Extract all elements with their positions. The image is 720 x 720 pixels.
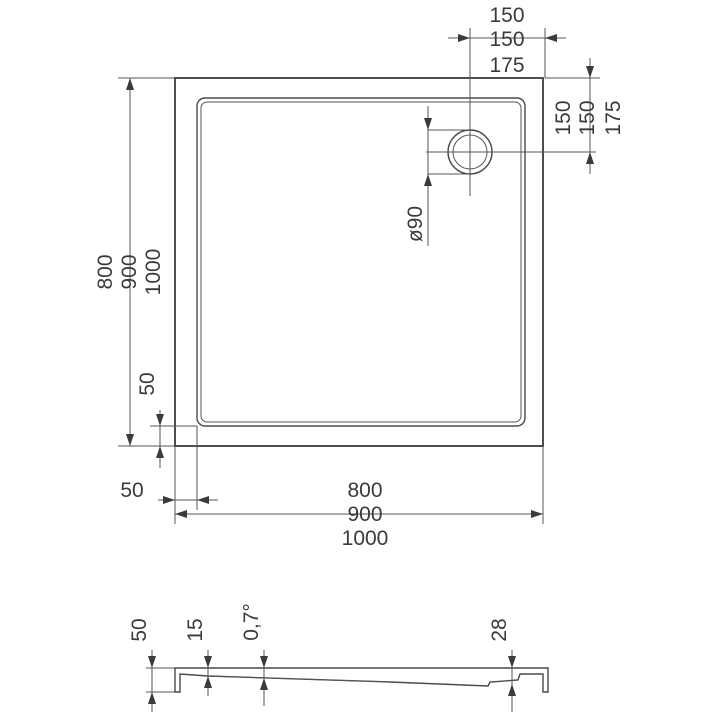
- drain-offset-y-label-2: 150: [576, 100, 599, 135]
- left-margin-label: 50: [120, 479, 143, 502]
- drain-offset-x-label-2: 150: [489, 28, 524, 51]
- drain-diameter-dimension: ø90: [404, 106, 470, 246]
- side-drain-height-dimension: 28: [488, 618, 516, 712]
- top-view: 150 150 175 150 150 175 ø90: [94, 4, 625, 550]
- side-depth-dimension: 15: [184, 618, 212, 696]
- height-label-2: 900: [118, 254, 141, 289]
- drain-offset-y-label-3: 175: [602, 100, 625, 135]
- tray-inner-basin: [196, 97, 526, 427]
- bottom-margin-label: 50: [136, 372, 159, 395]
- side-drain-height-label: 28: [488, 618, 511, 641]
- tray-inner-basin-edge: [200, 101, 522, 423]
- tray-side-profile: [174, 667, 549, 693]
- side-slope-label: 0,7°: [240, 603, 263, 641]
- tray-outer-outline: [174, 77, 544, 447]
- side-depth-label: 15: [184, 618, 207, 641]
- drain-diameter-label: ø90: [404, 206, 427, 242]
- drain-offset-y-label-1: 150: [552, 100, 575, 135]
- width-dimension: 800 900 1000: [174, 446, 544, 550]
- height-label-1: 800: [94, 254, 117, 289]
- side-slope-dimension: 0,7°: [240, 603, 268, 706]
- drain-offset-x-label-1: 150: [489, 4, 524, 27]
- left-margin-dimension: 50: [120, 426, 218, 510]
- width-label-1: 800: [347, 479, 382, 502]
- drain-offset-y-dimension: 150 150 175: [545, 58, 625, 174]
- width-label-3: 1000: [342, 527, 389, 550]
- width-label-2: 900: [347, 503, 382, 526]
- height-label-3: 1000: [142, 249, 165, 296]
- drain-offset-x-dimension: 150 150 175: [448, 4, 566, 78]
- side-total-height-dimension: 50: [128, 618, 175, 712]
- side-view: 50 15 0,7° 28: [128, 603, 549, 712]
- side-total-height-label: 50: [128, 618, 151, 641]
- height-dimension: 800 900 1000: [94, 77, 175, 447]
- drain-offset-x-label-3: 175: [489, 54, 524, 77]
- bottom-margin-dimension: 50: [136, 372, 197, 468]
